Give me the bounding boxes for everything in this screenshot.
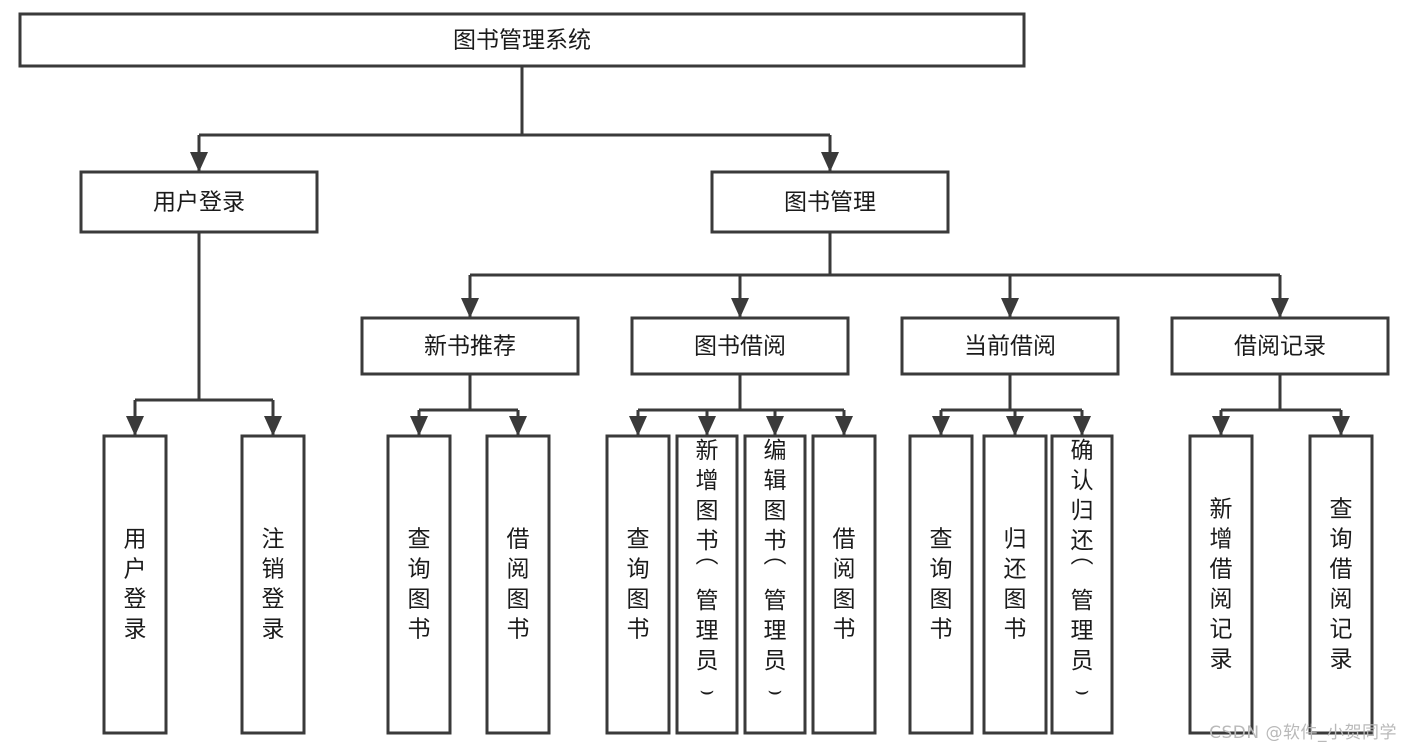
node-label: 当前借阅: [964, 334, 1056, 360]
node-box: [1050, 434, 1114, 735]
node-box: [675, 434, 739, 735]
node-box: [240, 434, 306, 735]
node-root-图书管理系统[interactable]: 图书管理系统: [18, 12, 1026, 68]
node-label: 新增借阅记录: [1210, 497, 1233, 673]
node-box: [811, 434, 877, 735]
node-box: [18, 12, 1026, 68]
node-box: [1308, 434, 1374, 735]
node-l2-借阅记录[interactable]: 借阅记录: [1170, 316, 1390, 376]
node-leaf-查询图书[interactable]: 查询图书: [605, 434, 671, 735]
node-box: [360, 316, 580, 376]
node-box: [908, 434, 974, 735]
arrow-head-icon: [766, 416, 784, 436]
node-l2-当前借阅[interactable]: 当前借阅: [900, 316, 1120, 376]
arrow-head-icon: [126, 416, 144, 436]
node-label: 图书借阅: [694, 334, 786, 360]
node-box: [900, 316, 1120, 376]
node-label: 查询图书: [408, 527, 431, 643]
arrow-head-icon: [731, 298, 749, 318]
arrow-head-icon: [1212, 416, 1230, 436]
node-box: [1188, 434, 1254, 735]
arrow-head-icon: [1271, 298, 1289, 318]
node-label: 编辑图书⌒管理员⌣: [764, 438, 787, 704]
node-label: 借阅图书: [507, 527, 530, 643]
node-box: [605, 434, 671, 735]
node-box: [710, 170, 950, 234]
node-label: 图书管理系统: [453, 28, 591, 54]
node-l2-图书借阅[interactable]: 图书借阅: [630, 316, 850, 376]
node-box: [386, 434, 452, 735]
node-leaf-新增借阅记录[interactable]: 新增借阅记录: [1188, 434, 1254, 735]
node-label: 确认归还⌒管理员⌣: [1071, 438, 1094, 704]
arrow-head-icon: [410, 416, 428, 436]
arrow-head-icon: [821, 152, 839, 172]
arrow-head-icon: [1332, 416, 1350, 436]
node-leaf-归还图书[interactable]: 归还图书: [982, 434, 1048, 735]
node-label: 图书管理: [784, 190, 876, 216]
node-label: 借阅记录: [1234, 334, 1326, 360]
node-label: 查询图书: [930, 527, 953, 643]
node-l1-用户登录[interactable]: 用户登录: [79, 170, 319, 234]
node-label: 注销登录: [262, 527, 285, 643]
node-label: 归还图书: [1004, 527, 1027, 643]
node-label: 查询借阅记录: [1330, 497, 1353, 673]
arrow-head-icon: [1073, 416, 1091, 436]
arrow-head-icon: [1006, 416, 1024, 436]
node-leaf-查询图书[interactable]: 查询图书: [386, 434, 452, 735]
arrow-head-icon: [461, 298, 479, 318]
arrow-head-icon: [509, 416, 527, 436]
node-leaf-编辑图书管理员[interactable]: 编辑图书⌒管理员⌣: [743, 434, 807, 735]
node-box: [982, 434, 1048, 735]
csdn-watermark: CSDN @软件_小贺同学: [1209, 723, 1397, 743]
node-box: [79, 170, 319, 234]
node-box: [1170, 316, 1390, 376]
node-leaf-新增图书管理员[interactable]: 新增图书⌒管理员⌣: [675, 434, 739, 735]
arrow-head-icon: [698, 416, 716, 436]
node-label: 借阅图书: [833, 527, 856, 643]
node-box: [743, 434, 807, 735]
node-label: 新书推荐: [424, 334, 516, 360]
node-leaf-借阅图书[interactable]: 借阅图书: [485, 434, 551, 735]
node-layer: 图书管理系统用户登录图书管理新书推荐图书借阅当前借阅借阅记录用户登录注销登录查询…: [18, 12, 1390, 735]
node-label: 新增图书⌒管理员⌣: [696, 438, 719, 704]
node-label: 用户登录: [153, 190, 245, 216]
node-box: [630, 316, 850, 376]
node-leaf-用户登录[interactable]: 用户登录: [102, 434, 168, 735]
node-box: [485, 434, 551, 735]
node-leaf-查询借阅记录[interactable]: 查询借阅记录: [1308, 434, 1374, 735]
arrow-head-icon: [629, 416, 647, 436]
arrow-head-icon: [190, 152, 208, 172]
arrow-head-icon: [932, 416, 950, 436]
node-label: 查询图书: [627, 527, 650, 643]
arrow-head-icon: [264, 416, 282, 436]
node-leaf-确认归还管理员[interactable]: 确认归还⌒管理员⌣: [1050, 434, 1114, 735]
connector-layer: [126, 66, 1350, 436]
arrow-head-icon: [835, 416, 853, 436]
node-leaf-借阅图书[interactable]: 借阅图书: [811, 434, 877, 735]
node-leaf-查询图书[interactable]: 查询图书: [908, 434, 974, 735]
node-l1-图书管理[interactable]: 图书管理: [710, 170, 950, 234]
arrow-head-icon: [1001, 298, 1019, 318]
node-l2-新书推荐[interactable]: 新书推荐: [360, 316, 580, 376]
node-label: 用户登录: [124, 527, 147, 643]
node-box: [102, 434, 168, 735]
node-leaf-注销登录[interactable]: 注销登录: [240, 434, 306, 735]
